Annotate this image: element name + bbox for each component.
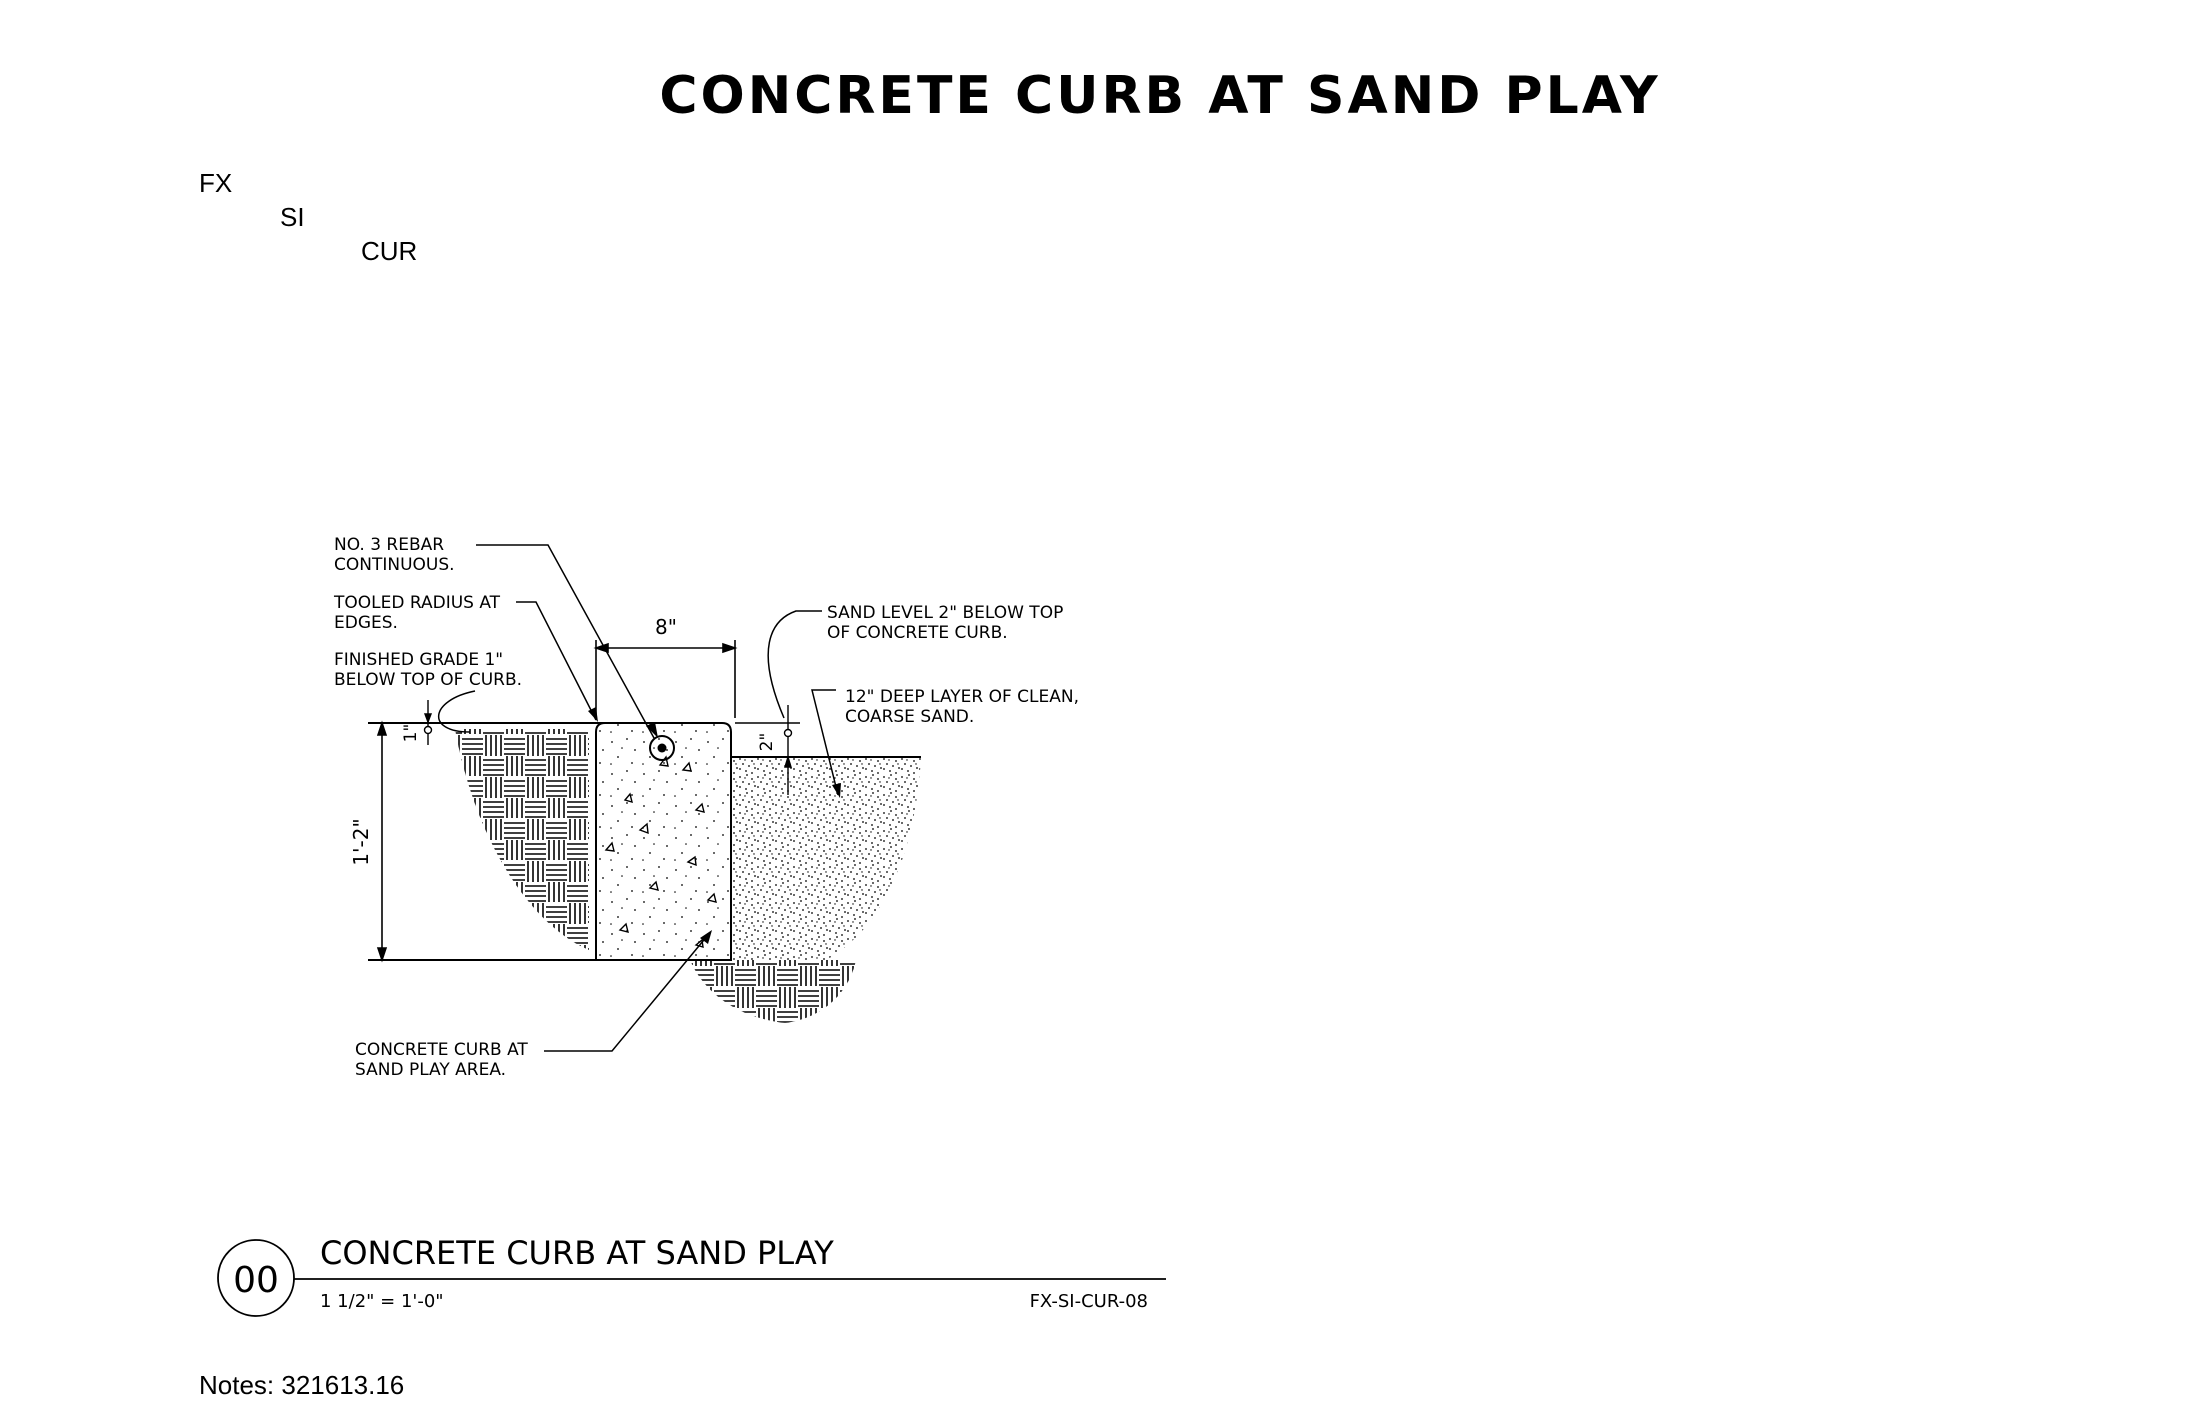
rebar-callout-line1: NO. 3 REBAR xyxy=(334,535,444,555)
code-level-2: SI xyxy=(280,202,305,232)
rebar-callout-line2: CONTINUOUS. xyxy=(334,555,455,575)
height-dimension xyxy=(376,720,388,963)
height-dimension-label: 1'-2" xyxy=(349,818,373,865)
sand-level-callout-line2: OF CONCRETE CURB. xyxy=(827,623,1008,643)
tooled-radius-callout-line1: TOOLED RADIUS AT xyxy=(333,593,501,613)
sand-layer-callout-line2: COARSE SAND. xyxy=(845,707,974,727)
soil-left xyxy=(455,729,589,950)
sheet-title: CONCRETE CURB AT SAND PLAY xyxy=(659,66,1661,126)
leader-lines xyxy=(438,544,839,1052)
detail-code: FX-SI-CUR-08 xyxy=(1030,1291,1148,1312)
sand-level-callout-line1: SAND LEVEL 2" BELOW TOP xyxy=(827,603,1063,623)
sand-fill xyxy=(731,756,921,960)
detail-title: CONCRETE CURB AT SAND PLAY xyxy=(320,1234,834,1272)
soil-under-sand xyxy=(690,960,856,1023)
width-dimension xyxy=(593,640,738,718)
notes: Notes: 321613.16 xyxy=(199,1370,405,1400)
grade-offset-dimension xyxy=(423,700,433,745)
detail-scale: 1 1/2" = 1'-0" xyxy=(320,1291,444,1312)
sand-offset-label: 2" xyxy=(757,733,777,752)
code-level-1: FX xyxy=(199,168,233,198)
leader-arrowheads xyxy=(588,707,841,944)
grade-offset-label: 1" xyxy=(401,724,421,743)
rebar-symbol xyxy=(649,735,675,761)
tooled-radius-callout-line2: EDGES. xyxy=(334,613,398,633)
sand-layer-callout-line1: 12" DEEP LAYER OF CLEAN, xyxy=(845,687,1079,707)
sand-offset-dimension xyxy=(735,705,800,795)
curb-callout-line1: CONCRETE CURB AT xyxy=(355,1040,528,1060)
code-level-3: CUR xyxy=(361,236,418,266)
finished-grade-callout-line2: BELOW TOP OF CURB. xyxy=(334,670,522,690)
width-dimension-label: 8" xyxy=(655,615,677,639)
detail-number-circle xyxy=(217,1239,295,1317)
finished-grade-callout-line1: FINISHED GRADE 1" xyxy=(334,650,503,670)
curb-callout-line2: SAND PLAY AREA. xyxy=(355,1060,506,1080)
concrete-curb xyxy=(595,722,732,961)
detail-number: 00 xyxy=(233,1260,279,1301)
